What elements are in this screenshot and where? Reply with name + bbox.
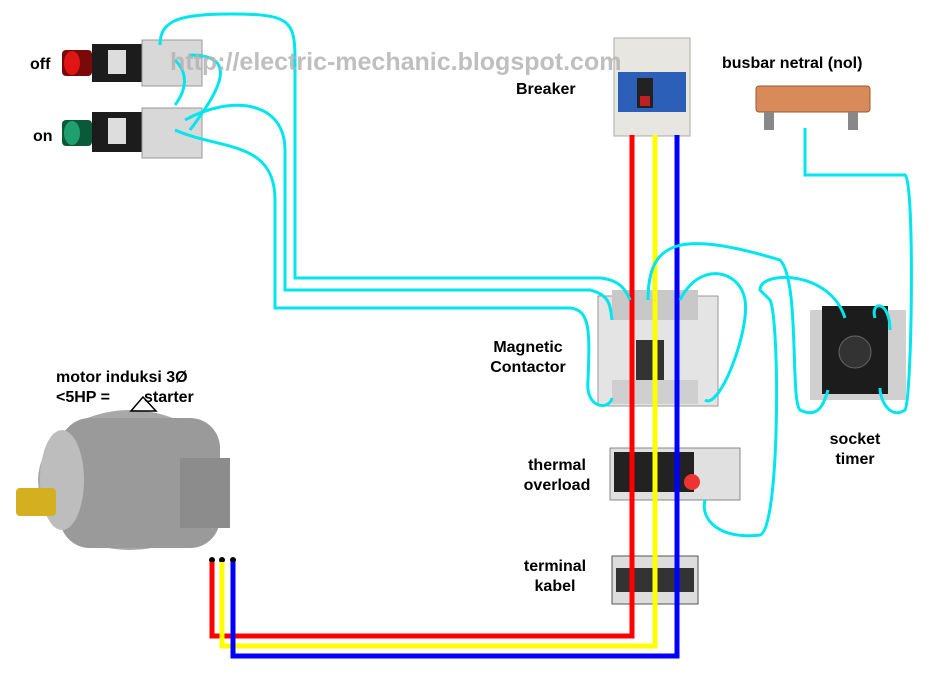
thermal-overload-label: thermal overload	[514, 456, 600, 496]
terminal-label-line2: kabel	[534, 578, 576, 595]
breaker-label: Breaker	[516, 81, 576, 98]
timer-socket-label: socket timer	[812, 430, 898, 470]
contactor-label: Magnetic Contactor	[480, 338, 576, 378]
timer-socket	[810, 306, 906, 400]
motor-label-line1: motor induksi 3Ø	[56, 369, 188, 386]
motor-label: motor induksi 3Ø <5HP = starter	[56, 368, 194, 408]
busbar-label: busbar netral (nol)	[722, 55, 863, 72]
timer-label-line2: timer	[835, 451, 875, 468]
contactor-label-line2: Contactor	[490, 359, 566, 376]
on-push-button	[62, 107, 203, 159]
terminal-label-line1: terminal	[523, 558, 587, 575]
neutral-busbar	[755, 85, 871, 130]
contactor-label-line1: Magnetic	[493, 339, 563, 356]
timer-label-line1: socket	[829, 431, 881, 448]
magnetic-contactor	[597, 290, 719, 407]
thermal-label-line2: overload	[523, 477, 591, 494]
terminal-label: terminal kabel	[512, 557, 598, 597]
induction-motor	[16, 410, 236, 563]
breaker	[613, 37, 691, 137]
watermark-text: http://electric-mechanic.blogspot.com	[170, 48, 622, 76]
thermal-label-line1: thermal	[528, 457, 586, 474]
phase-s-wire	[219, 135, 658, 649]
motor-label-line2: <5HP = starter	[56, 388, 194, 408]
on-button-label: on	[33, 128, 53, 145]
motor-label-prefix: <5HP =	[56, 389, 110, 406]
motor-label-suffix: starter	[143, 389, 194, 406]
phase-r-wire	[209, 135, 635, 639]
off-push-button	[62, 39, 203, 87]
delta-symbol	[129, 395, 158, 412]
phase-t-wire	[230, 135, 680, 659]
control-wires	[158, 12, 913, 538]
off-button-label: off	[30, 56, 51, 73]
